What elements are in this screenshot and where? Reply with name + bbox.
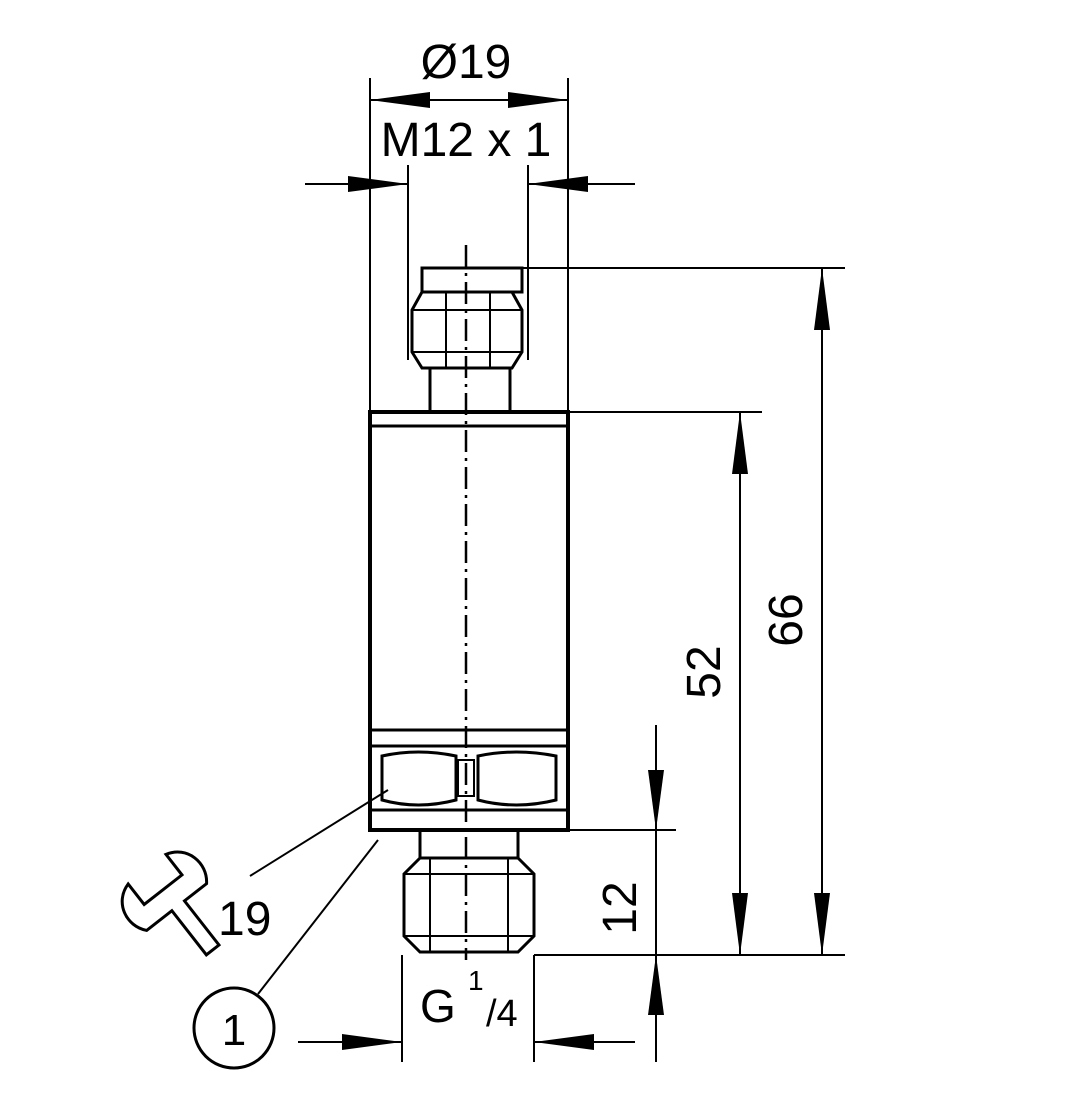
process-connection: [402, 828, 536, 954]
total-height-dimension: [814, 268, 830, 955]
sensor-body: [368, 410, 570, 832]
total-height-label: 66: [760, 593, 813, 646]
wrench-size-label: 19: [218, 893, 271, 946]
process-thread-denominator: /4: [486, 993, 518, 1035]
wrench-leader: [249, 789, 389, 877]
thread-length-dimension: [648, 725, 664, 1062]
body-height-label: 52: [678, 645, 731, 698]
process-thread-prefix: G: [420, 980, 456, 1032]
process-thread-dimension: [298, 1034, 635, 1050]
top-thread-label: M12 x 1: [381, 114, 552, 167]
wrench-icon: [120, 850, 222, 957]
callout-leader: [257, 839, 379, 995]
extension-lines: [369, 78, 845, 1062]
thread-dimension: [305, 176, 635, 192]
diameter-label: Ø19: [421, 36, 512, 89]
diameter-dimension: [370, 92, 568, 108]
callout-number: 1: [222, 1006, 246, 1055]
thread-length-label: 12: [594, 881, 647, 934]
hex-nut: [372, 744, 566, 812]
body-height-dimension: [732, 412, 748, 955]
process-thread-numerator: 1: [468, 965, 484, 996]
callout-circle: [192, 986, 276, 1070]
top-connector: [410, 266, 524, 414]
